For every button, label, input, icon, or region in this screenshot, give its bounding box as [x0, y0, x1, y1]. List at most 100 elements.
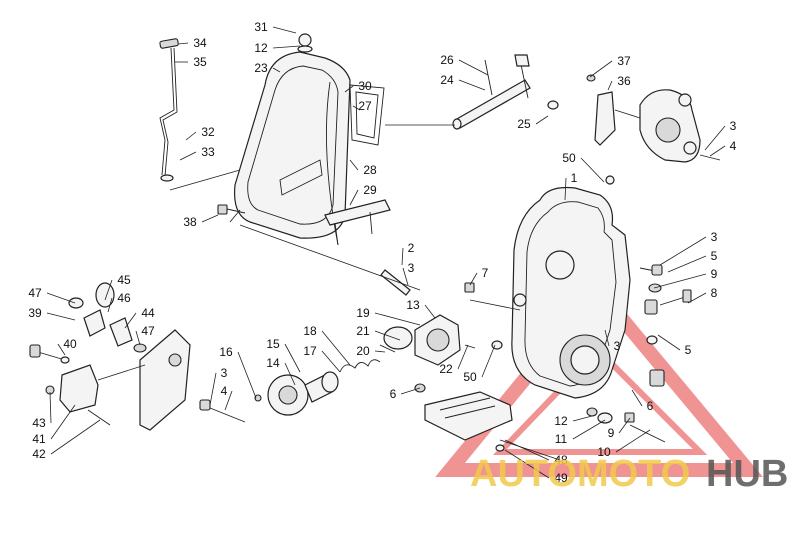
callout-c12a: 12: [254, 41, 268, 55]
callout-c24: 24: [440, 73, 454, 87]
leader-c4b: [224, 390, 233, 411]
leader-c42: [50, 419, 101, 455]
leader-c8: [687, 292, 707, 304]
callout-c5b: 5: [685, 343, 692, 357]
watermark-logo-triangle: [435, 279, 763, 477]
callout-c4a: 4: [730, 139, 737, 153]
callout-c3d: 3: [614, 339, 621, 353]
callout-c38: 38: [183, 215, 197, 229]
leader-c14: [284, 362, 296, 386]
callout-c49: 49: [554, 471, 568, 485]
leader-c17: [321, 350, 341, 373]
callout-c23: 23: [254, 61, 268, 75]
lower-right-fasteners: [586, 407, 666, 443]
callout-labels: 3435323331122330272829382624253736345013…: [28, 20, 736, 485]
callout-c35: 35: [193, 55, 207, 69]
callout-c32: 32: [201, 125, 215, 139]
slide-pad: [414, 383, 513, 441]
leader-c6b: [631, 389, 643, 407]
leader-c3c: [402, 267, 409, 286]
callout-c26: 26: [440, 53, 454, 67]
callout-c3a: 3: [730, 119, 737, 133]
callout-c34: 34: [193, 36, 207, 50]
watermark-text-b: HUB: [706, 453, 788, 495]
callout-leaders: [46, 26, 726, 479]
leader-c1: [564, 177, 567, 201]
leader-c40: [57, 343, 66, 356]
callout-c30: 30: [358, 79, 372, 93]
callout-c10: 10: [597, 445, 611, 459]
leader-c47a: [46, 292, 76, 304]
leader-c3b: [659, 236, 707, 266]
callout-c50b: 50: [463, 370, 477, 384]
leader-c25: [535, 115, 549, 125]
leader-c3a: [704, 125, 726, 151]
callout-c3b: 3: [711, 230, 718, 244]
leader-c31: [272, 26, 297, 34]
leader-c5b: [657, 334, 681, 351]
callout-c20: 20: [356, 344, 370, 358]
callout-c15: 15: [266, 337, 280, 351]
leader-c41: [50, 404, 76, 440]
callout-c13: 13: [406, 298, 420, 312]
chaincase-cover-upper: [229, 33, 351, 239]
assembly-lines: [97, 109, 641, 381]
dipstick-assembly: [159, 38, 179, 182]
watermark-logo: AUTOMOTO HUB: [470, 453, 788, 495]
callout-c9a: 9: [711, 267, 718, 281]
leader-c23: [272, 67, 281, 73]
pump-assembly: [339, 269, 503, 373]
leader-c18: [321, 330, 351, 366]
callout-c25: 25: [517, 117, 531, 131]
leader-c2: [401, 247, 404, 266]
leader-c4a: [709, 145, 726, 157]
callout-c31: 31: [254, 20, 268, 34]
leader-c10: [615, 429, 651, 453]
leader-c15: [284, 343, 301, 373]
shaft-assembly: [452, 54, 559, 130]
leader-c6a: [400, 387, 421, 395]
callout-c47b: 47: [141, 324, 155, 338]
leader-c48: [504, 439, 550, 461]
leader-c30: [344, 85, 354, 93]
callout-c8: 8: [711, 286, 718, 300]
callout-c33: 33: [201, 145, 215, 159]
leader-c34: [177, 42, 189, 45]
callout-c47a: 47: [28, 286, 42, 300]
callout-c1: 1: [571, 171, 578, 185]
callout-c44: 44: [141, 306, 155, 320]
leader-c44: [124, 312, 137, 329]
callout-c46: 46: [117, 291, 131, 305]
leader-c49: [504, 449, 550, 479]
leader-c16: [237, 351, 257, 399]
leader-c9a: [653, 273, 707, 289]
callout-c22: 22: [439, 362, 453, 376]
leader-c50b: [481, 344, 496, 378]
callout-c7: 7: [482, 266, 489, 280]
callout-c16: 16: [219, 345, 233, 359]
callout-c6a: 6: [390, 387, 397, 401]
leader-c50a: [580, 157, 605, 183]
callout-c3e: 3: [221, 366, 228, 380]
leader-c38: [201, 214, 219, 223]
callout-c2: 2: [408, 241, 415, 255]
leader-c11: [572, 419, 606, 440]
callout-c42: 42: [32, 447, 46, 461]
callout-c11: 11: [555, 432, 568, 446]
pulley-assembly: [254, 371, 339, 416]
leader-c3e: [209, 372, 217, 406]
leader-c24: [458, 79, 486, 91]
leader-c20: [374, 350, 386, 353]
leader-c19: [374, 312, 421, 326]
callout-c6b: 6: [647, 399, 654, 413]
leader-c26: [458, 59, 489, 76]
callout-c37: 37: [617, 54, 631, 68]
leader-c37: [589, 60, 613, 78]
leader-c36: [607, 80, 613, 91]
leader-c45: [104, 279, 113, 301]
leader-c13: [424, 304, 436, 319]
leader-c28: [349, 159, 359, 171]
leader-c7: [469, 272, 478, 286]
